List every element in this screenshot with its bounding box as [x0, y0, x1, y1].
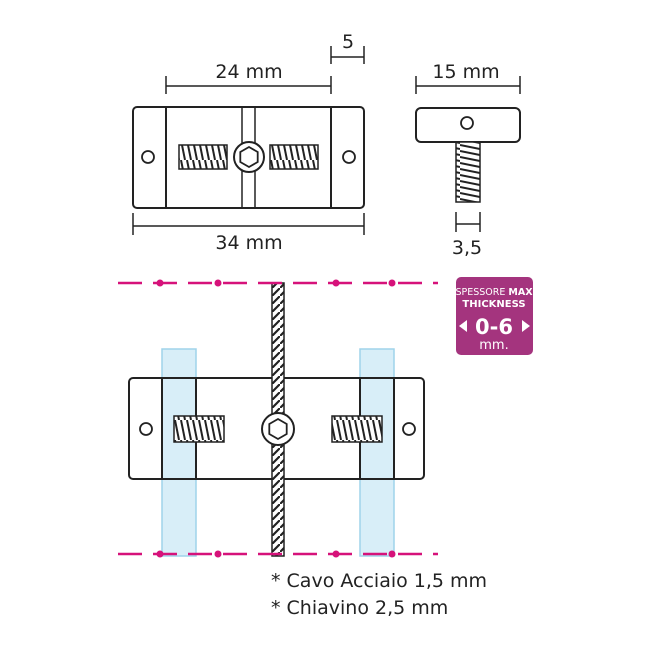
note-key: * Chiavino 2,5 mm	[271, 597, 448, 619]
threaded-screw	[331, 415, 383, 443]
dimension-inner-width-label: 24 mm	[215, 61, 282, 83]
note-steel-cable: * Cavo Acciaio 1,5 mm	[271, 570, 487, 592]
glass-panel-right	[359, 348, 395, 557]
side-view-screw: 15 mm 3,5	[415, 61, 521, 259]
thickness-badge: SPESSORE MAX THICKNESS 0-6 mm.	[455, 277, 533, 355]
arrow-left-icon	[459, 320, 467, 332]
svg-text:SPESSORE MAX: SPESSORE MAX	[455, 287, 533, 298]
screw-shaft	[455, 141, 481, 203]
front-view-clamp: 5 24 mm 34 mm	[132, 31, 365, 254]
badge-background	[456, 277, 533, 355]
threaded-screw	[178, 144, 228, 170]
dimension-screw-width: 15 mm	[415, 61, 521, 94]
arrow-right-icon	[522, 320, 530, 332]
dimension-end-width-label: 5	[342, 31, 354, 53]
mount-hole	[139, 422, 153, 436]
dimension-screw-diameter-label: 3,5	[452, 237, 482, 259]
mount-hole	[141, 150, 155, 164]
badge-label-max: MAX	[508, 287, 533, 298]
badge-unit: mm.	[479, 338, 508, 353]
dimension-screw-diameter: 3,5	[452, 212, 482, 259]
dimension-end-width: 5	[330, 31, 365, 64]
badge-range: 0-6	[475, 315, 513, 339]
threaded-screw	[173, 415, 225, 443]
dimension-inner-width: 24 mm	[165, 61, 332, 94]
mount-hole	[342, 150, 356, 164]
mount-hole	[402, 422, 416, 436]
dimension-total-width: 34 mm	[132, 213, 365, 254]
dimension-total-width-label: 34 mm	[215, 232, 282, 254]
badge-label-thickness: THICKNESS	[462, 299, 525, 310]
glass-panel-left	[161, 348, 197, 557]
badge-label-spessore: SPESSORE	[455, 287, 505, 298]
dimension-screw-width-label: 15 mm	[432, 61, 499, 83]
threaded-screw	[269, 144, 319, 170]
installed-view	[118, 279, 438, 558]
